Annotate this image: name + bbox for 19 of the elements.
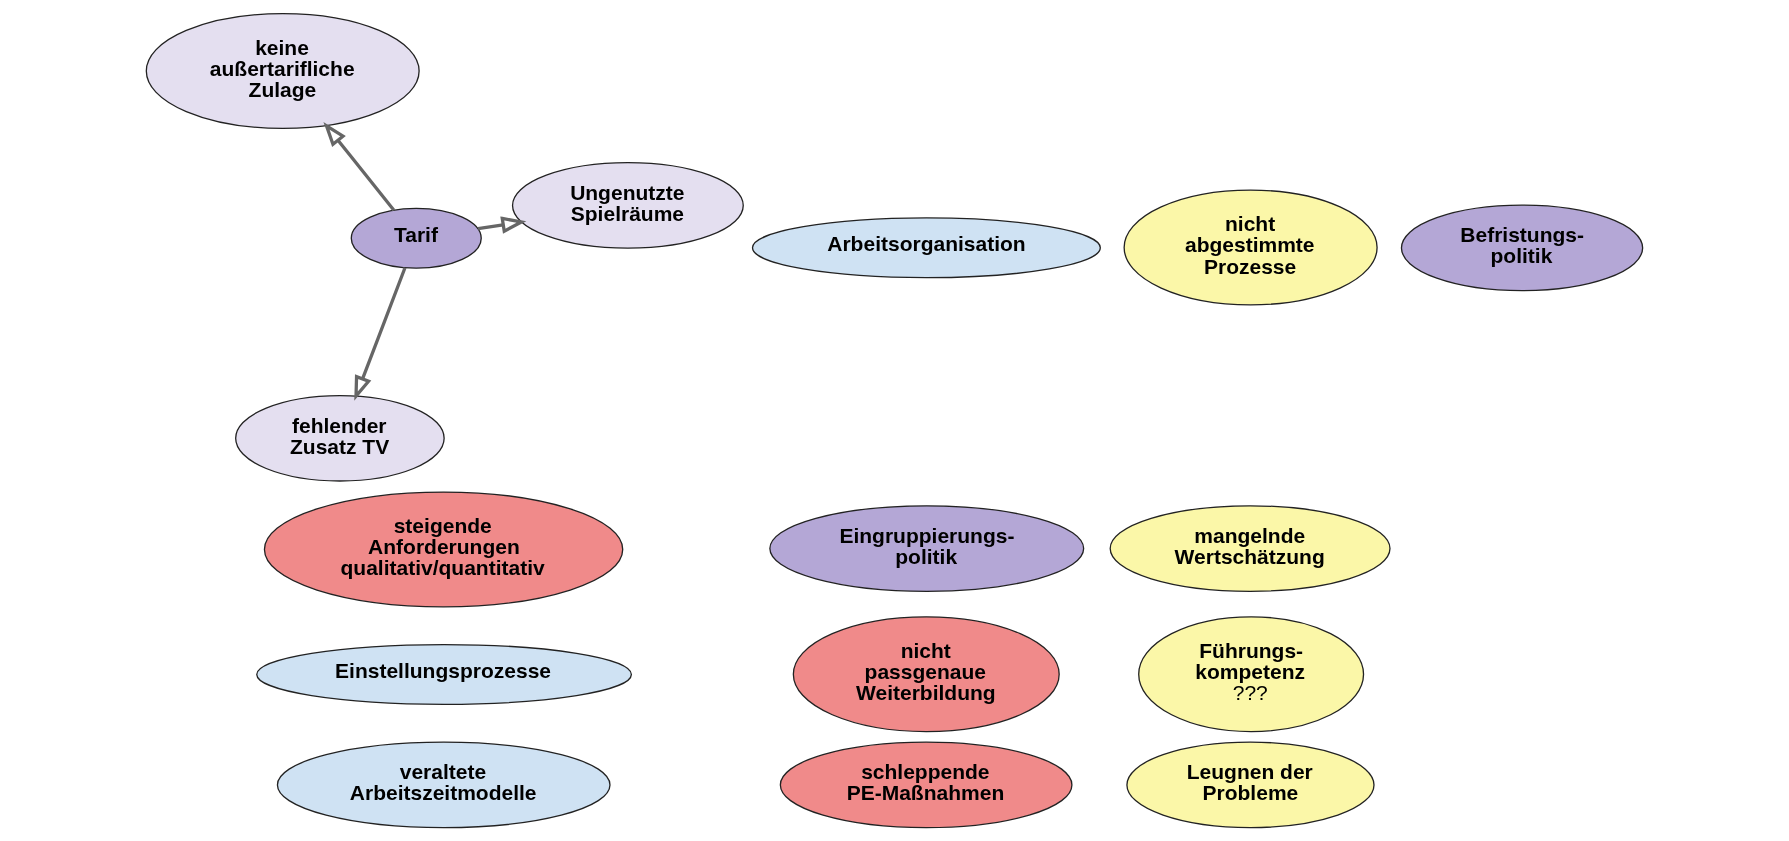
node-ellipse: Eingruppierungs- politik	[769, 505, 1085, 592]
node-ellipse: Einstellungsprozesse	[256, 643, 633, 705]
arrow	[323, 121, 396, 212]
node-ellipse: Leugnen der Probleme	[1126, 741, 1375, 829]
node-ellipse: nicht passgenaue Weiterbildung	[792, 616, 1060, 733]
node-ellipse: schleppende PE-Maßnahmen	[779, 741, 1073, 829]
node-ellipse: Führungs- kompetenz ???	[1138, 616, 1365, 733]
node-ellipse: veraltete Arbeitszeitmodelle	[276, 741, 611, 829]
node-ellipse: keine außertarifliche Zulage	[145, 12, 420, 129]
arrow	[477, 216, 527, 234]
node-ellipse: Ungenutzte Spielräume	[511, 162, 744, 249]
node-ellipse: Arbeitsorganisation	[751, 217, 1101, 279]
node-ellipse: nicht abgestimmte Prozesse	[1123, 189, 1378, 306]
node-ellipse: Tarif	[350, 207, 482, 269]
arrow	[354, 267, 407, 401]
node-ellipse: fehlender Zusatz TV	[235, 394, 445, 482]
node-ellipse: mangelnde Wertschätzung	[1109, 505, 1391, 592]
node-ellipse: Befristungs- politik	[1400, 204, 1644, 292]
node-ellipse: steigende Anforderungen qualitativ/quantitativ	[263, 491, 624, 608]
